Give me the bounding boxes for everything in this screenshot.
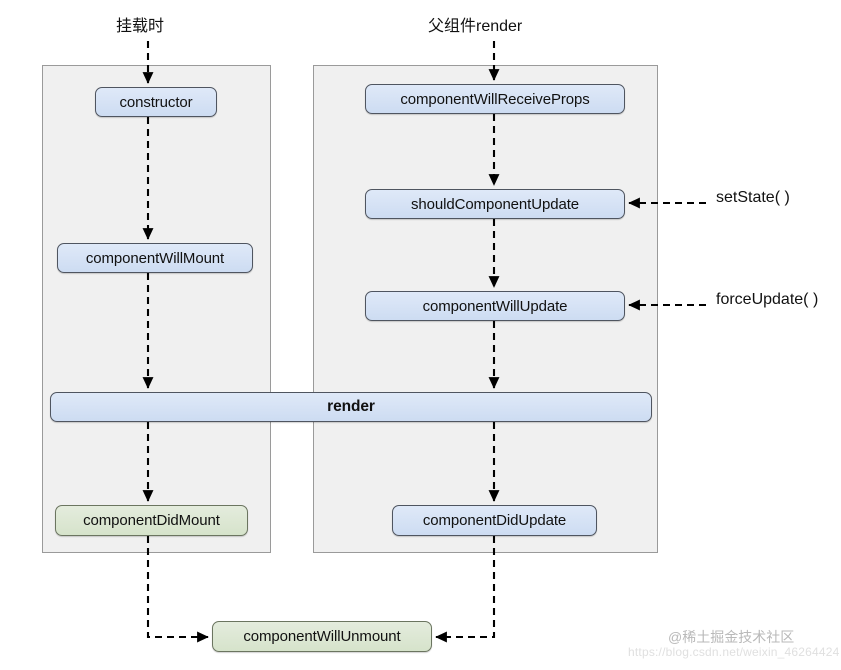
watermark-url: https://blog.csdn.net/weixin_46264424 xyxy=(628,645,840,659)
node-component-did-mount[interactable]: componentDidMount xyxy=(55,505,248,536)
node-component-will-update[interactable]: componentWillUpdate xyxy=(365,291,625,321)
node-component-will-mount[interactable]: componentWillMount xyxy=(57,243,253,273)
node-component-will-receive-props[interactable]: componentWillReceiveProps xyxy=(365,84,625,114)
node-constructor[interactable]: constructor xyxy=(95,87,217,117)
watermark-brand: @稀土掘金技术社区 xyxy=(668,629,795,645)
node-should-component-update[interactable]: shouldComponentUpdate xyxy=(365,189,625,219)
parent-render-trigger-label: 父组件render xyxy=(428,18,523,35)
node-render[interactable]: render xyxy=(50,392,652,422)
forceupdate-label: forceUpdate( ) xyxy=(716,291,819,308)
node-component-did-update[interactable]: componentDidUpdate xyxy=(392,505,597,536)
node-component-will-unmount[interactable]: componentWillUnmount xyxy=(212,621,432,652)
setstate-label: setState( ) xyxy=(716,189,790,206)
mounting-phase-panel xyxy=(42,65,271,553)
mount-trigger-label: 挂载时 xyxy=(116,18,165,35)
